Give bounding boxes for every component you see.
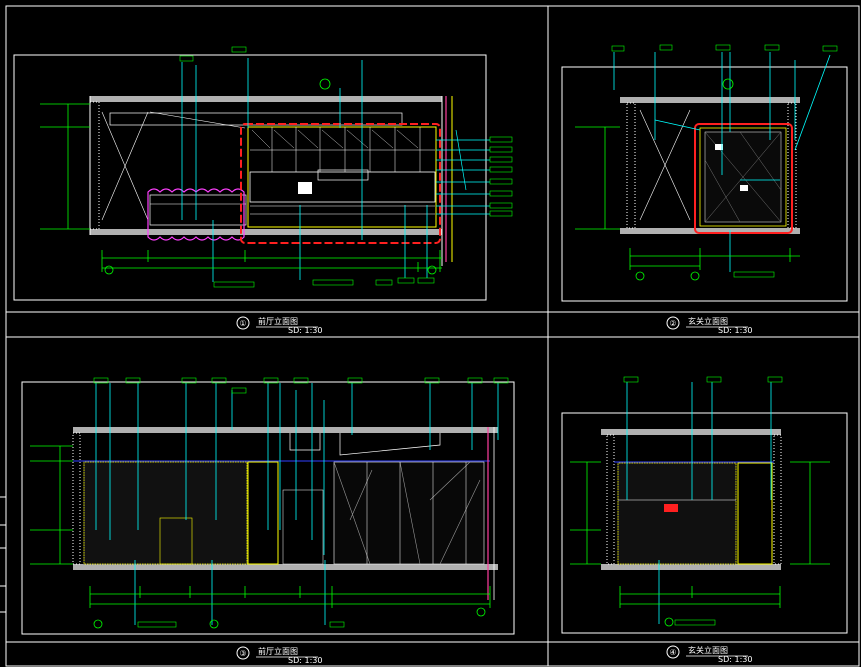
panel-1-caption-title: 前厅立面图 <box>258 316 298 326</box>
elevation-panel-3: ③ 前厅立面图 SD: 1:30 <box>21 377 515 665</box>
elevation-panel-1: ① 前厅立面图 SD: 1:30 <box>13 46 513 335</box>
panel-3-caption-title: 前厅立面图 <box>258 646 298 656</box>
panel-1-cabinet <box>247 126 437 228</box>
panel-4-wall-panel <box>617 462 737 565</box>
elevation-panel-2: ② 玄关立面图 SD: 1:30 <box>561 44 848 335</box>
panel-4-caption-scale: SD: 1:30 <box>718 655 752 664</box>
panel-4-frame <box>561 412 848 634</box>
panel-1-ceiling <box>90 96 442 102</box>
panel-1-revision-box <box>240 123 441 244</box>
panel-1-caption-number: ① <box>239 319 246 328</box>
panel-2-revision-box <box>694 123 793 234</box>
panel-2-frame <box>561 66 848 302</box>
panel-2-caption-title: 玄关立面图 <box>688 316 728 326</box>
panel-1-revision-cloud <box>147 188 245 241</box>
panel-2-caption-number: ② <box>669 319 676 328</box>
panel-3-caption-number: ③ <box>239 649 246 658</box>
panel-2-entry-cabinet <box>699 127 787 227</box>
sheet-grid <box>0 5 860 667</box>
panel-1-frame <box>13 54 487 301</box>
panel-1-caption-scale: SD: 1:30 <box>288 326 322 335</box>
panel-3-frame <box>21 381 515 635</box>
panel-1-caption-circle <box>236 316 250 330</box>
panel-2-caption-scale: SD: 1:30 <box>718 326 752 335</box>
panel-3-caption-scale: SD: 1:30 <box>288 656 322 665</box>
elevation-panel-4: ④ 玄关立面图 SD: 1:30 <box>561 376 848 664</box>
panel-4-red-marker <box>664 504 678 512</box>
panel-3-left-cabinet <box>83 461 248 565</box>
panel-3-glass-wall <box>333 461 485 565</box>
panel-1-floor <box>90 229 442 235</box>
panel-4-caption-title: 玄关立面图 <box>688 645 728 655</box>
panel-4-caption-number: ④ <box>669 648 676 657</box>
